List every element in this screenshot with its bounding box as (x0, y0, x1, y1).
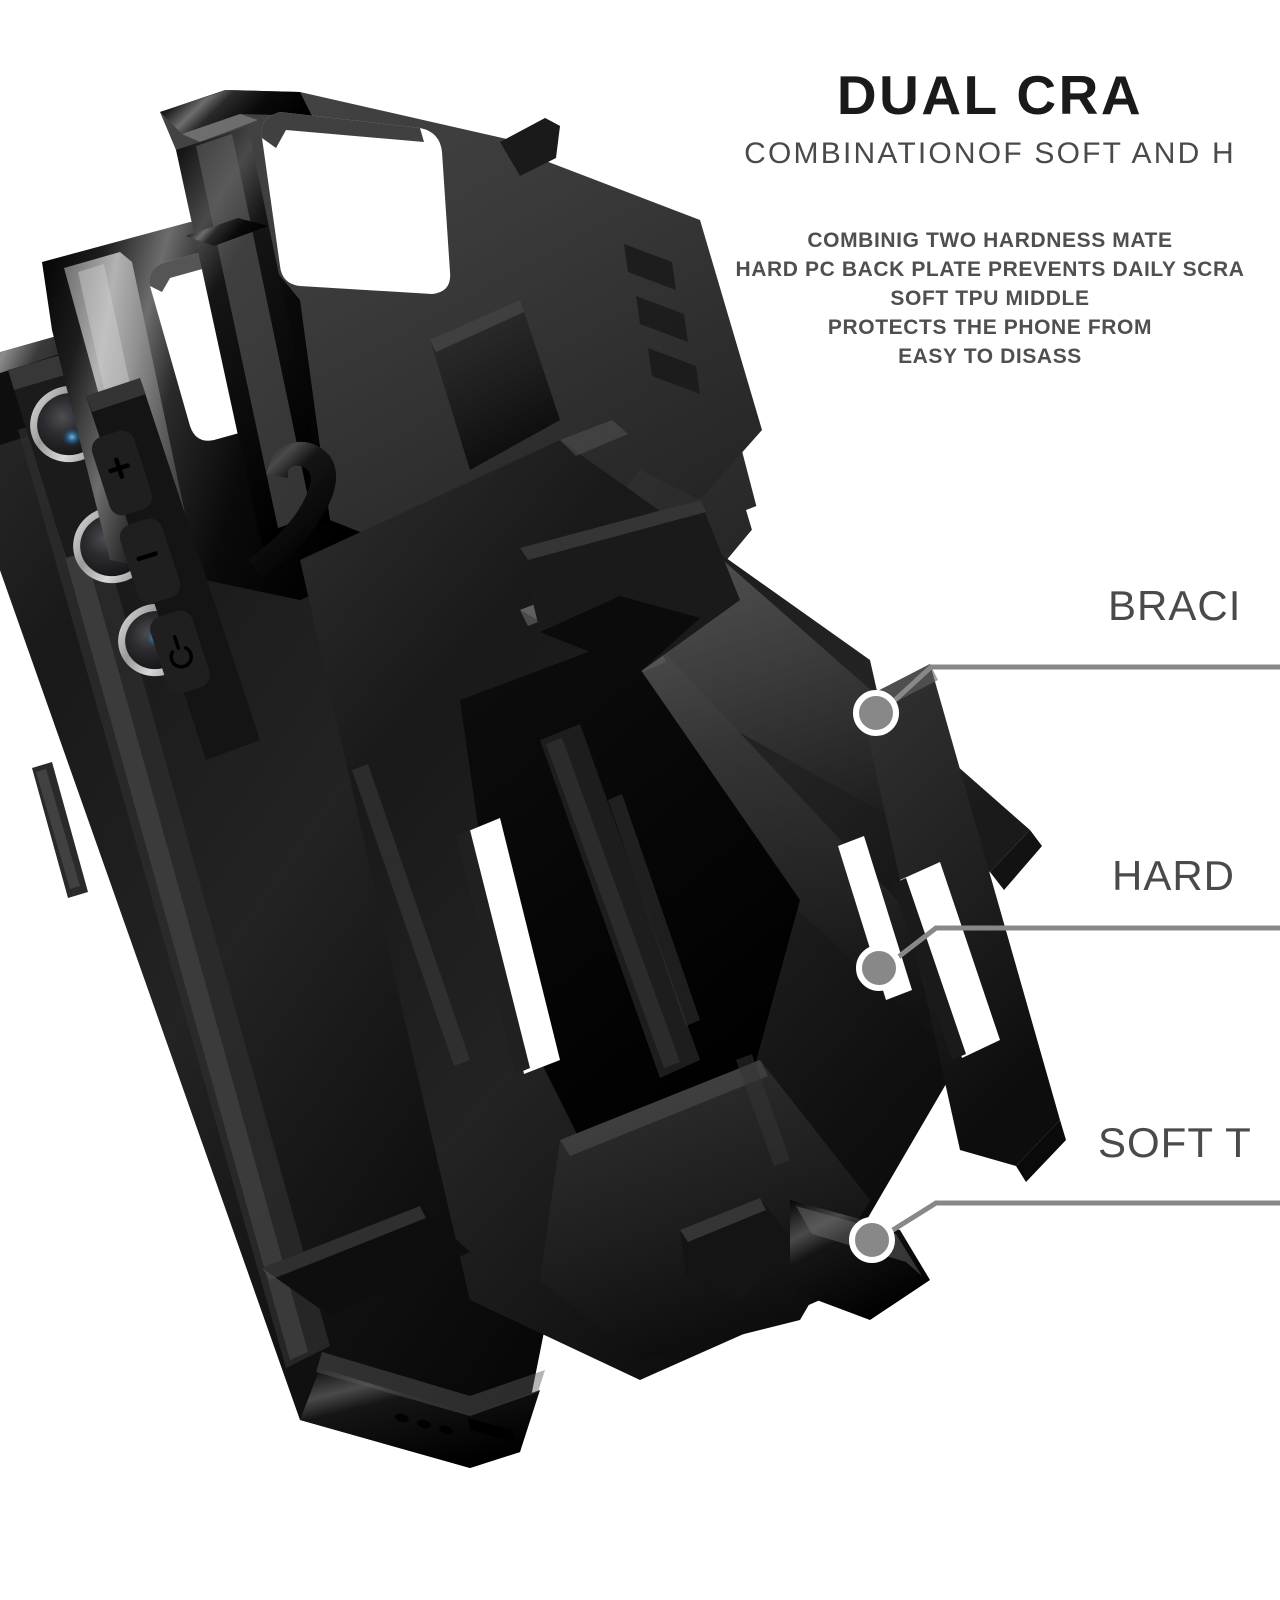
volume-up-button (91, 430, 153, 516)
feature-description: COMBINIG TWO HARDNESS MATE HARD PC BACK … (640, 226, 1280, 371)
description-line-3: SOFT TPU MIDDLE (890, 287, 1090, 310)
headline-block: DUAL CRA COMBINATIONOF SOFT AND H (640, 64, 1280, 171)
page-subtitle: COMBINATIONOF SOFT AND H (744, 137, 1236, 171)
callout-label-hard-pc: HARD (1112, 852, 1236, 899)
power-button (150, 610, 210, 694)
button-rail (86, 378, 260, 760)
page-title: DUAL CRA (836, 64, 1144, 126)
soft-tpu-inner-shell (0, 318, 560, 1468)
callout-label-bracket: BRACI (1108, 582, 1242, 629)
description-line-1: COMBINIG TWO HARDNESS MATE (807, 229, 1173, 252)
foreground-edges (186, 218, 628, 1316)
callout-label-soft-tpu: SOFT T (1098, 1119, 1252, 1166)
volume-down-button (119, 518, 181, 604)
description-line-5: EASY TO DISASS (898, 345, 1082, 368)
minus-icon (136, 551, 158, 562)
description-line-4: PROTECTS THE PHONE FROM (827, 316, 1153, 339)
description-line-2: HARD PC BACK PLATE PREVENTS DAILY SCRA (735, 258, 1245, 281)
plus-icon (108, 457, 130, 479)
power-icon (169, 634, 193, 669)
